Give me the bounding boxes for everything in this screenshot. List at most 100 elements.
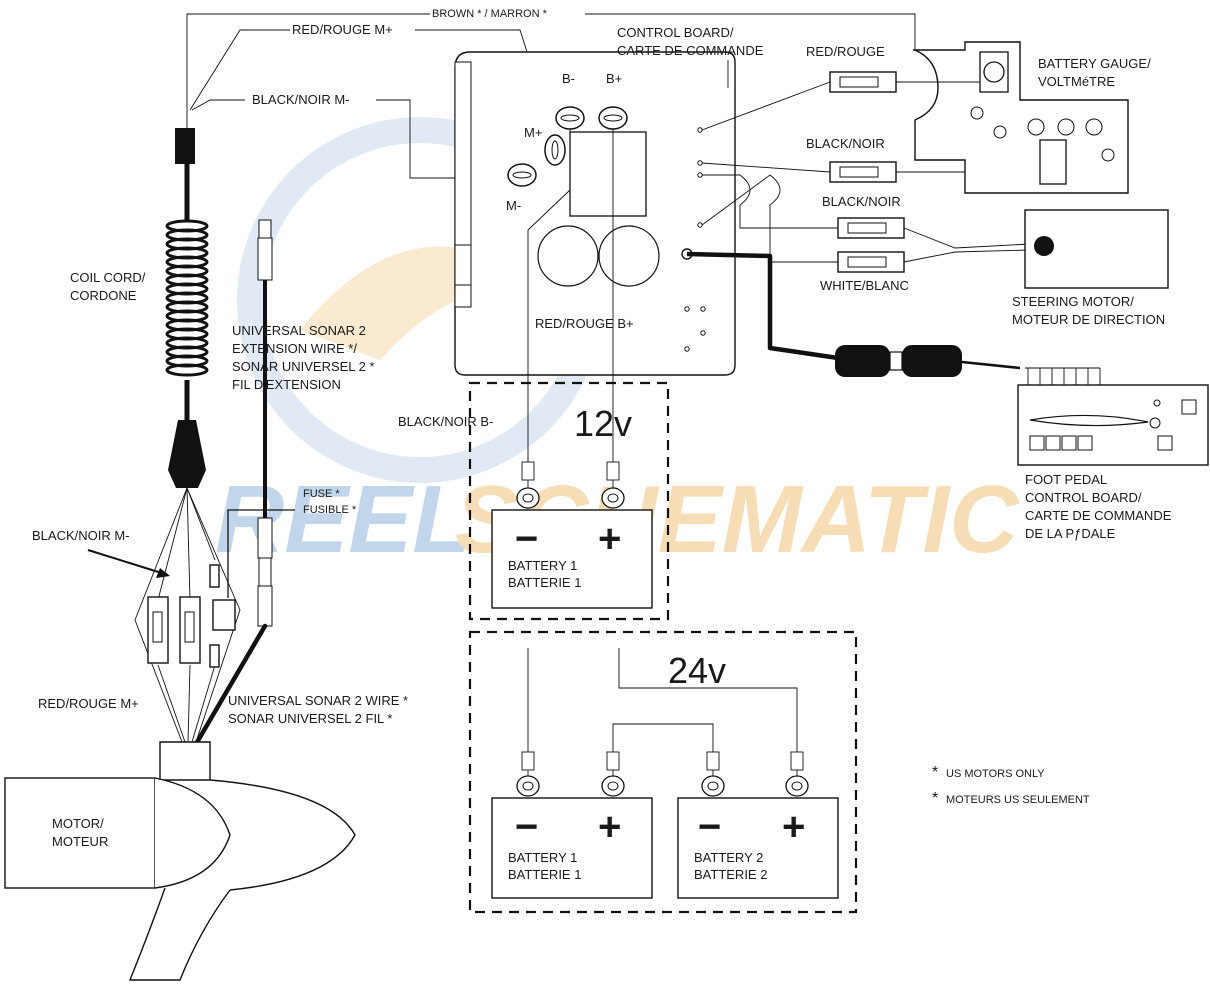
steering-motor: STEERING MOTOR/ MOTEUR DE DIRECTION	[1012, 209, 1169, 327]
watermark-text-left: REEL	[215, 466, 471, 573]
label-ext-4: FIL D'EXTENSION	[232, 377, 341, 392]
label-pedal-2: CONTROL BOARD/	[1025, 490, 1142, 505]
label-sonar-1: UNIVERSAL SONAR 2 WIRE *	[228, 693, 408, 708]
label-control-board-2: CARTE DE COMMANDE	[617, 43, 764, 58]
label-black-m-minus-top: BLACK/NOIR M-	[252, 92, 350, 107]
gauge-connectors: RED/ROUGE BLACK/NOIR	[701, 44, 980, 183]
steering-motor-hub-icon	[1034, 236, 1054, 256]
label-pedal-4: DE LA PƒDALE	[1025, 526, 1116, 541]
terminal-m-plus	[544, 134, 566, 166]
battery-1-24v: − + BATTERY 1 BATTERIE 1	[491, 751, 653, 899]
battery-1b-minus-sign: −	[515, 805, 538, 849]
sonar-extension-cable: UNIVERSAL SONAR 2 EXTENSION WIRE */ SONA…	[193, 219, 408, 747]
motor-housing	[4, 777, 156, 889]
motor: MOTOR/ MOTEUR	[4, 741, 356, 981]
battery-2-24v: − + BATTERY 2 BATTERIE 2	[677, 751, 839, 899]
steering-connectors: BLACK/NOIR WHITE/BLANC	[701, 174, 1031, 293]
control-board-chip	[569, 131, 647, 217]
fuse-body-top	[209, 564, 220, 588]
label-red-rouge: RED/ROUGE	[806, 44, 885, 59]
label-steering-1: STEERING MOTOR/	[1012, 294, 1134, 309]
label-ext-3: SONAR UNIVERSEL 2 *	[232, 359, 375, 374]
footnote-2: MOTEURS US SEULEMENT	[946, 794, 1090, 806]
battery-12v-group: 12v − + BATTERY 1 BATTERIE 1	[468, 381, 670, 621]
label-ext-2: EXTENSION WIRE */	[232, 341, 357, 356]
label-motor-2: MOTEUR	[52, 834, 108, 849]
label-bat2-2: BATTERIE 2	[694, 867, 767, 882]
splice-connector-red	[179, 596, 201, 664]
label-sonar-2: SONAR UNIVERSEL 2 FIL *	[228, 711, 392, 726]
label-12v: 12v	[574, 403, 632, 444]
label-gauge-2: VOLTMéTRE	[1038, 74, 1115, 89]
label-24v: 24v	[668, 650, 726, 691]
label-pedal-1: FOOT PEDAL	[1025, 472, 1107, 487]
label-bat2-1: BATTERY 2	[694, 850, 763, 865]
battery-12v-dashed-frame	[468, 381, 670, 621]
capacitor-right	[598, 225, 660, 287]
footnotes: * US MOTORS ONLY * MOTEURS US SEULEMENT	[932, 764, 1090, 807]
label-b-minus: B-	[562, 71, 575, 86]
label-black-noir-1: BLACK/NOIR	[806, 136, 885, 151]
label-pedal-3: CARTE DE COMMANDE	[1025, 508, 1172, 523]
battery-gauge: BATTERY GAUGE/ VOLTMéTRE	[913, 41, 1151, 194]
fuse-body-bottom	[209, 644, 220, 668]
battery-24v-group: 24v − + BATTERY 1 BATTERIE 1	[468, 630, 858, 914]
label-bat1b-2: BATTERIE 1	[508, 867, 581, 882]
leader-red-top	[189, 29, 290, 111]
label-bat1-1: BATTERY 1	[508, 558, 577, 573]
label-red-m-plus-left: RED/ROUGE M+	[38, 696, 139, 711]
label-red-b-plus: RED/ROUGE B+	[535, 316, 634, 331]
footnote-star-2: *	[932, 790, 938, 807]
terminal-b-plus	[598, 106, 628, 130]
label-red-m-plus-top: RED/ROUGE M+	[292, 22, 393, 37]
terminal-m-minus	[507, 163, 537, 187]
battery-1-12v: − + BATTERY 1 BATTERIE 1	[491, 461, 653, 609]
coil-top-plug	[175, 128, 195, 164]
footnote-1: US MOTORS ONLY	[946, 768, 1045, 780]
pedal-plug-right	[902, 345, 962, 377]
label-black-noir-2: BLACK/NOIR	[822, 194, 901, 209]
label-control-board-1: CONTROL BOARD/	[617, 25, 734, 40]
label-black-m-minus-left: BLACK/NOIR M-	[32, 528, 130, 543]
label-gauge-1: BATTERY GAUGE/	[1038, 56, 1151, 71]
label-b-plus: B+	[606, 71, 622, 86]
battery-24v-dashed-frame	[468, 630, 858, 914]
foot-pedal-board: FOOT PEDAL CONTROL BOARD/ CARTE DE COMMA…	[1017, 368, 1209, 541]
label-white-blanc: WHITE/BLANC	[820, 278, 909, 293]
label-m-plus: M+	[524, 125, 542, 140]
capacitor-left	[537, 225, 599, 287]
label-coil-2: CORDONE	[70, 288, 137, 303]
label-m-minus: M-	[506, 198, 521, 213]
wire-black-b-minus	[527, 129, 571, 462]
label-brown: BROWN * / MARRON *	[432, 8, 548, 20]
battery-1-minus-sign: −	[515, 517, 538, 561]
terminal-b-minus	[555, 106, 585, 130]
foot-pedal-cable	[686, 251, 1100, 377]
splice-connector-black	[147, 596, 169, 664]
label-black-b-minus: BLACK/NOIR B-	[398, 414, 493, 429]
leader-fuse	[227, 509, 295, 598]
footnote-star-1: *	[932, 764, 938, 781]
label-motor-1: MOTOR/	[52, 816, 104, 831]
battery-2-minus-sign: −	[698, 805, 721, 849]
battery-1-plus-sign: +	[598, 517, 621, 561]
coil-bottom-plug	[168, 420, 206, 488]
pedal-plug-left	[835, 345, 890, 377]
fuse-holder	[212, 599, 236, 631]
battery-2-plus-sign: +	[782, 805, 805, 849]
battery-1b-plus-sign: +	[598, 805, 621, 849]
label-bat1b-1: BATTERY 1	[508, 850, 577, 865]
motor-skeg	[128, 887, 231, 981]
control-board: B- B+ M+ M- CONTROL BOARD/ CARTE DE COMM…	[454, 25, 764, 376]
coil-cord: COIL CORD/ CORDONE	[70, 128, 209, 488]
label-coil-1: COIL CORD/	[70, 270, 146, 285]
label-ext-1: UNIVERSAL SONAR 2	[232, 323, 366, 338]
arrow-black-m-minus	[87, 549, 169, 576]
coil-loop	[165, 363, 209, 377]
label-steering-2: MOTEUR DE DIRECTION	[1012, 312, 1165, 327]
leader-black-top	[191, 99, 245, 111]
motor-lead-fan: FUSE * FUSIBLE * BLACK/NOIR M- RED/ROUGE…	[32, 487, 357, 743]
brown-wire: BROWN * / MARRON *	[186, 8, 916, 130]
